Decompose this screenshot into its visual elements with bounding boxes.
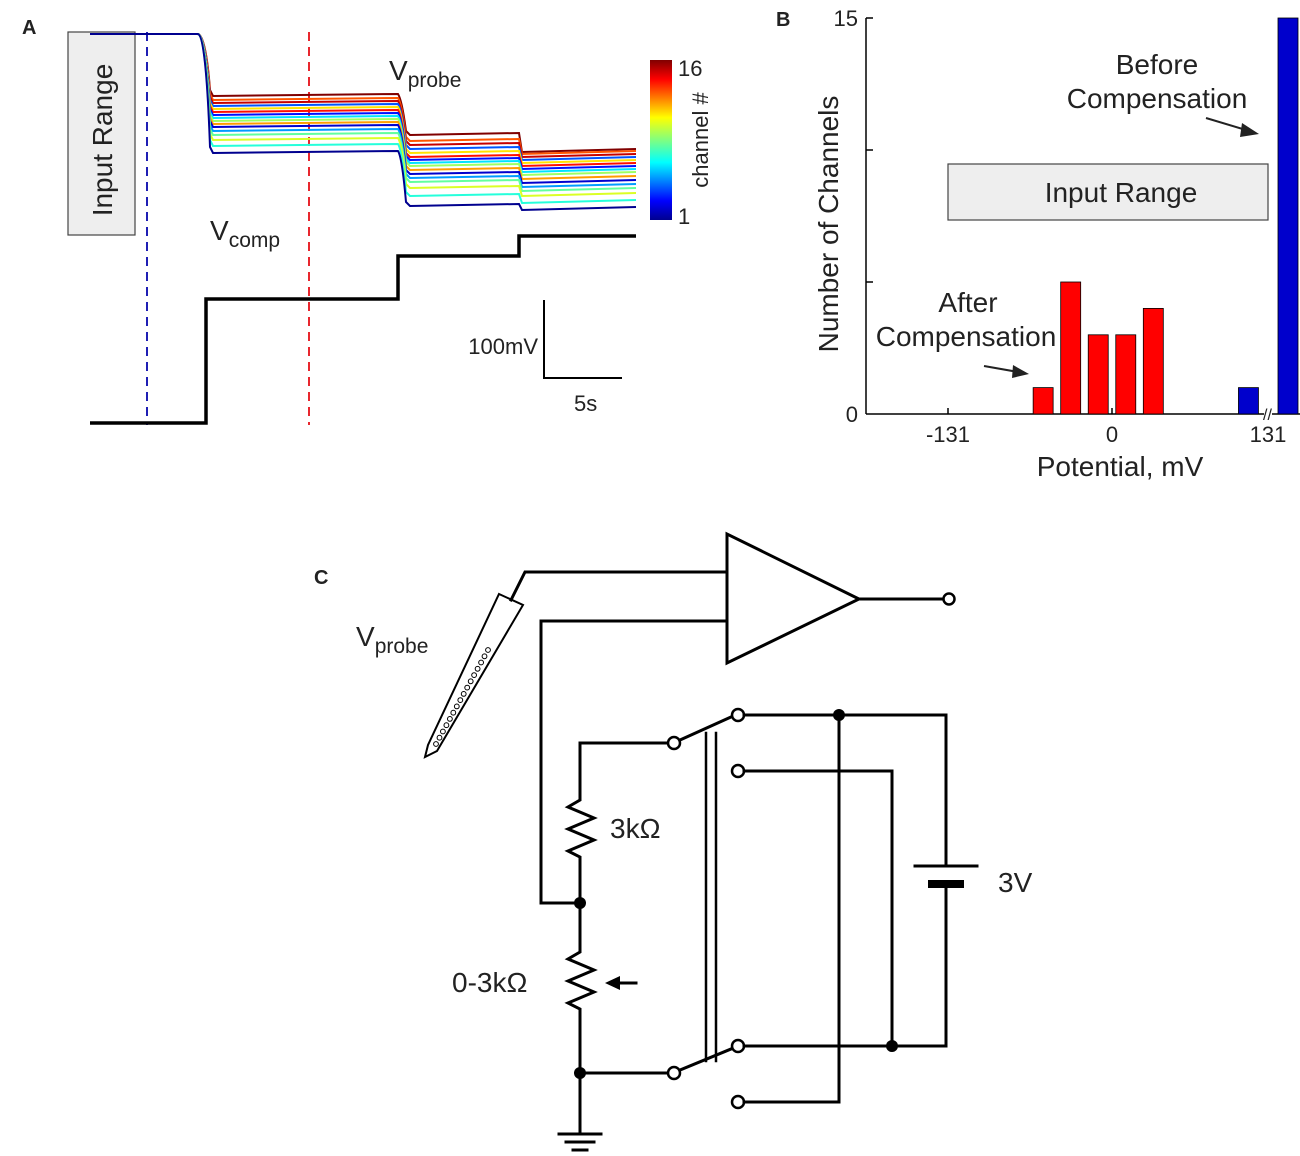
potentiometer-wiper-arrow: [605, 976, 620, 990]
after-compensation-label-2: Compensation: [876, 321, 1057, 352]
scale-bar-time-label: 5s: [574, 391, 597, 416]
before-arrow-shaft: [1205, 117, 1247, 131]
histogram-bar: [1060, 281, 1082, 415]
switch-common-top: [666, 735, 682, 751]
electrode-site: [467, 678, 474, 685]
top-left-wire: [578, 741, 670, 799]
reference-input-wire: [539, 619, 729, 905]
x-tick-label-min: -131: [926, 422, 970, 447]
y-axis-title: Number of Channels: [813, 96, 844, 353]
panel-a: A Input Range Vprobe Vcomp 16: [22, 17, 713, 425]
histogram-bar: [1087, 334, 1109, 415]
variable-resistor: [564, 946, 598, 1014]
electrode-site: [440, 728, 446, 735]
electrode-site: [471, 672, 478, 678]
before-compensation-label-2: Compensation: [1067, 83, 1248, 114]
scale-bar: [543, 300, 622, 379]
input-range-box-b: [947, 163, 1269, 221]
switch-contact: [730, 707, 746, 723]
junction-node: [833, 709, 845, 721]
variable-resistor-label: 0-3kΩ: [452, 967, 527, 998]
cross-wire-middle: [742, 769, 894, 1048]
colorbar-max-label: 16: [678, 56, 702, 81]
before-compensation-label-1: Before: [1116, 49, 1199, 80]
before-arrow-head: [1240, 123, 1259, 137]
probe-traces: [90, 33, 637, 212]
y-tick-label-max: 15: [834, 6, 858, 31]
electrode-site: [457, 697, 464, 703]
histogram-bar: [1277, 17, 1299, 415]
axis-break-mark: //: [1263, 407, 1272, 424]
x-tick-label-zero: 0: [1106, 422, 1118, 447]
electrode-site: [453, 703, 460, 710]
probe-channel-trace: [90, 33, 637, 168]
y-tick-label-zero: 0: [846, 402, 858, 427]
vprobe-label: Vprobe: [389, 55, 461, 92]
channel-colorbar: [650, 60, 672, 220]
probe-electrode-sites: [433, 647, 491, 747]
after-arrow-shaft: [983, 365, 1019, 373]
compensation-voltage-trace: [90, 234, 636, 425]
histogram-bar: [1238, 387, 1259, 415]
x-tick-label-max: 131: [1250, 422, 1287, 447]
switch-common-bottom: [666, 1065, 682, 1081]
electrode-site: [443, 722, 450, 729]
junction-node: [886, 1040, 898, 1052]
probe-channel-trace: [90, 33, 637, 162]
switch-pole-bottom: [678, 1047, 733, 1072]
after-compensation-label-1: After: [938, 287, 997, 318]
electrode-site: [433, 741, 439, 747]
electrode-site: [464, 684, 471, 691]
vcomp-label: Vcomp: [210, 215, 280, 252]
histogram-bar: [1115, 334, 1137, 415]
electrode-site: [436, 734, 443, 741]
colorbar-min-label: 1: [678, 204, 690, 229]
neural-probe: [423, 592, 525, 759]
electrode-site: [474, 665, 481, 672]
panel-a-letter: A: [22, 17, 36, 39]
electrode-site: [481, 653, 488, 660]
input-range-box: [67, 31, 136, 236]
input-range-label: Input Range: [87, 64, 118, 217]
probe-channel-trace: [90, 33, 637, 212]
scale-bar-voltage-label: 100mV: [468, 334, 538, 359]
fixed-resistor-label: 3kΩ: [610, 813, 661, 844]
panel-c: C Vprobe: [314, 531, 1033, 1152]
switch-contact: [730, 1038, 746, 1054]
probe-channel-trace: [90, 33, 637, 185]
histogram-bar: [1142, 307, 1164, 415]
junction-node: [574, 897, 586, 909]
switch-pole-top: [678, 715, 733, 742]
amplifier: [725, 531, 863, 666]
electrode-site: [447, 716, 453, 722]
panel-b-letter: B: [776, 9, 790, 31]
panel-c-letter: C: [314, 567, 328, 589]
electrode-site: [450, 709, 457, 716]
after-arrow-head: [1012, 365, 1029, 378]
colorbar-title: channel #: [688, 92, 713, 188]
circuit-vprobe-label: Vprobe: [356, 621, 428, 658]
battery-positive-wire: [742, 713, 948, 868]
switch-contact: [730, 763, 746, 779]
probe-input-wire: [508, 570, 729, 603]
histogram-bar: [1032, 387, 1054, 415]
electrode-site: [485, 647, 491, 653]
input-range-label-b: Input Range: [1045, 177, 1198, 208]
output-terminal: [942, 592, 956, 606]
electrode-site: [478, 659, 485, 666]
x-axis-title: Potential, mV: [1037, 451, 1204, 482]
battery-negative-wire: [742, 884, 948, 1048]
panel-b: B 15 0 -131 0 131 // Potential, mV Numbe…: [776, 6, 1300, 482]
fixed-resistor: [564, 795, 598, 864]
histogram-bars: [1032, 17, 1299, 415]
electrode-site: [460, 691, 467, 697]
switch-contact: [730, 1094, 746, 1110]
battery-label: 3V: [998, 867, 1033, 898]
